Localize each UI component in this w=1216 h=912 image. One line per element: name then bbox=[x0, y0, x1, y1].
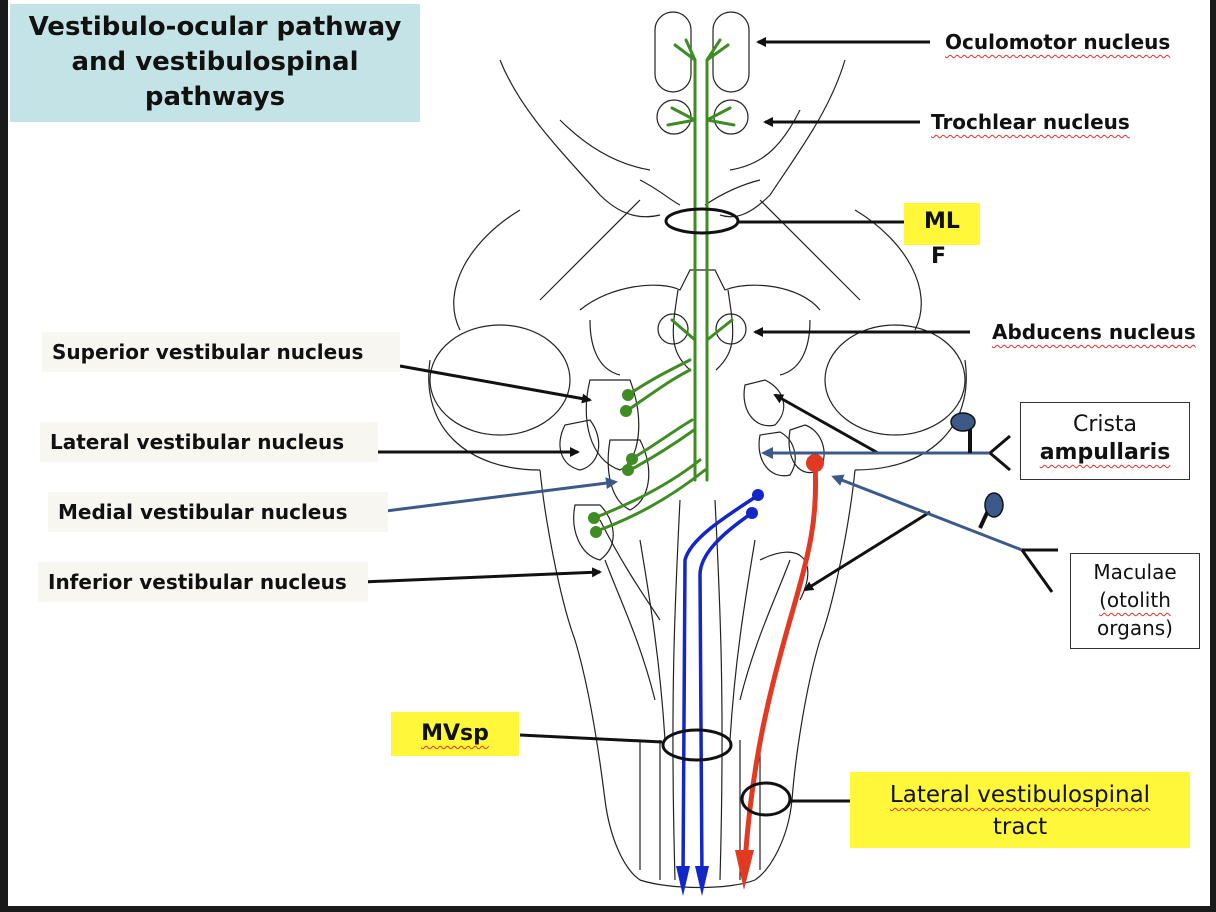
medial-vestibulospinal-arrowheads bbox=[676, 489, 764, 896]
label-trochlear-nucleus: Trochlear nucleus bbox=[931, 110, 1130, 134]
right-frame-edge bbox=[1210, 0, 1216, 912]
maculae-line2: (otolith bbox=[1099, 588, 1171, 612]
crista-line2: ampullaris bbox=[1039, 440, 1171, 465]
label-mlf-line1: ML bbox=[924, 209, 960, 234]
title-line-1: Vestibulo-ocular pathway bbox=[28, 12, 402, 42]
maculae-line2-wrap: (otolith bbox=[1071, 586, 1199, 614]
lateral-vestibulospinal-tract bbox=[735, 454, 824, 890]
tract-markers bbox=[661, 207, 792, 817]
title-line-2: and vestibulospinal bbox=[71, 47, 359, 77]
label-mlf: ML bbox=[904, 203, 980, 245]
brainstem-outline bbox=[428, 11, 967, 889]
lvst-line1: Lateral vestibulospinal bbox=[889, 782, 1151, 808]
maculae-line3: organs) bbox=[1097, 616, 1173, 640]
label-superior-vestibular-nucleus: Superior vestibular nucleus bbox=[42, 332, 400, 372]
label-inferior-vestibular-nucleus: Inferior vestibular nucleus bbox=[38, 562, 368, 602]
maculae-line1: Maculae bbox=[1093, 560, 1177, 584]
label-lateral-vestibulospinal-tract: Lateral vestibulospinal tract bbox=[850, 772, 1190, 848]
crista-line1: Crista bbox=[1072, 412, 1138, 437]
label-mvsp: MVsp bbox=[391, 712, 519, 756]
label-abducens-text: Abducens nucleus bbox=[992, 320, 1196, 344]
label-trochlear-text: Trochlear nucleus bbox=[931, 110, 1130, 134]
pointer-arrows bbox=[352, 37, 970, 803]
left-frame-edge bbox=[0, 0, 8, 912]
label-oculomotor-text: Oculomotor nucleus bbox=[945, 30, 1171, 54]
label-oculomotor-nucleus: Oculomotor nucleus bbox=[945, 30, 1170, 54]
label-abducens-nucleus: Abducens nucleus bbox=[992, 320, 1196, 344]
crista-line2-wrap: ampullaris bbox=[1021, 439, 1189, 467]
title-line-3: pathways bbox=[144, 82, 286, 112]
label-mlf-line2: F bbox=[931, 244, 947, 269]
vestibular-nucleus-cells bbox=[588, 389, 638, 538]
slide-title: Vestibulo-ocular pathway and vestibulosp… bbox=[10, 4, 420, 122]
medial-vestibulospinal-tract bbox=[681, 494, 759, 882]
lvst-line1-wrap: Lateral vestibulospinal bbox=[850, 779, 1190, 811]
bottom-frame-edge bbox=[0, 906, 1216, 912]
receptor-symbols bbox=[950, 412, 1058, 593]
label-medial-vestibular-nucleus: Medial vestibular nucleus bbox=[48, 492, 388, 532]
lvst-line2: tract bbox=[992, 814, 1048, 840]
afferent-lines bbox=[369, 447, 1023, 552]
label-lateral-vestibular-nucleus: Lateral vestibular nucleus bbox=[40, 422, 378, 462]
label-maculae: Maculae (otolith organs) bbox=[1070, 553, 1200, 649]
label-mvsp-text: MVsp bbox=[421, 721, 489, 746]
label-crista-ampullaris: Crista ampullaris bbox=[1020, 402, 1190, 480]
